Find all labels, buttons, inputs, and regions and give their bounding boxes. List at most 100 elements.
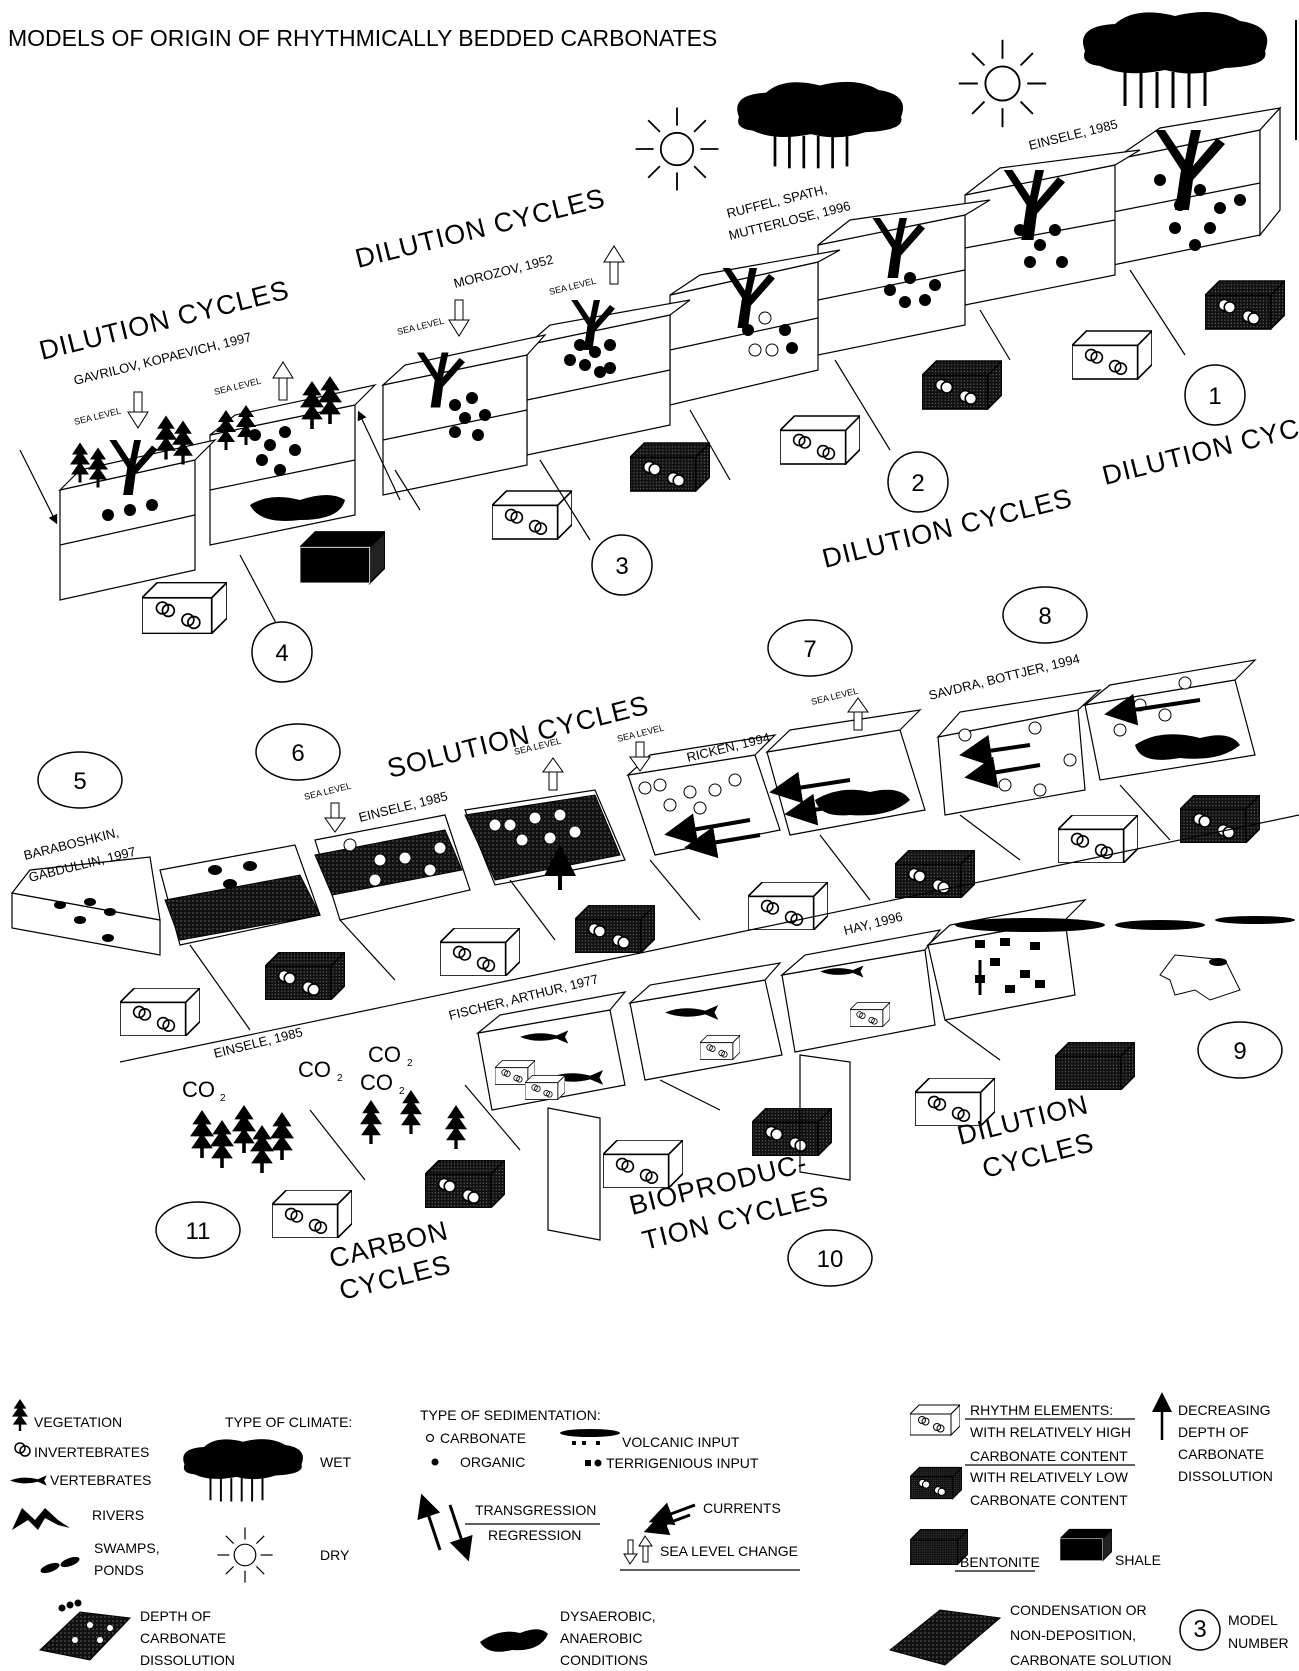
svg-text:6: 6 bbox=[291, 740, 304, 767]
legend-volcanic: VOLCANIC INPUT bbox=[622, 1434, 740, 1450]
rhythm-element-high-carbonate bbox=[120, 988, 200, 1036]
legend-high-carbonate: CARBONATE CONTENT bbox=[970, 1448, 1128, 1464]
svg-text:9: 9 bbox=[1233, 1038, 1246, 1065]
legend-condensation: CARBONATE SOLUTION bbox=[1010, 1652, 1172, 1668]
author-label: SAVDRA, BOTTJER, 1994 bbox=[927, 651, 1081, 703]
author-label: MOROZOV, 1952 bbox=[452, 252, 555, 291]
legend-dysaerobic: DYSAEROBIC, bbox=[560, 1608, 656, 1624]
sea-level-label: SEA LEVEL bbox=[213, 376, 262, 397]
svg-text:CO: CO bbox=[298, 1057, 331, 1082]
model-number: 11 bbox=[156, 1202, 240, 1258]
svg-text:3: 3 bbox=[615, 553, 628, 580]
block-diagram bbox=[160, 845, 320, 945]
model-number-icon: 3 bbox=[1180, 1610, 1220, 1650]
legend-bentonite: BENTONITE bbox=[960, 1554, 1040, 1570]
carbonate-icon bbox=[427, 1435, 434, 1442]
rhythm-element-low-carbonate bbox=[752, 1108, 832, 1156]
sea-level-up-arrow bbox=[543, 758, 563, 790]
legend-regression: REGRESSION bbox=[488, 1527, 581, 1543]
block-diagram bbox=[767, 710, 925, 835]
rain-cloud-icon bbox=[737, 82, 903, 168]
legend-decreasing: DEPTH OF bbox=[1178, 1424, 1249, 1440]
model-number: 2 bbox=[888, 452, 948, 512]
svg-text:5: 5 bbox=[73, 768, 86, 795]
svg-text:3: 3 bbox=[1193, 1616, 1206, 1643]
svg-text:7: 7 bbox=[803, 636, 816, 663]
legend-low-carbonate: CARBONATE CONTENT bbox=[970, 1492, 1128, 1508]
rhythm-element-low-carbonate bbox=[910, 1467, 962, 1498]
legend-shale: SHALE bbox=[1115, 1552, 1161, 1568]
model-number: 8 bbox=[1003, 587, 1087, 643]
shale-element bbox=[1060, 1529, 1112, 1560]
block-diagram bbox=[60, 416, 215, 601]
rivers-icon bbox=[12, 1508, 70, 1530]
rhythm-element-low-carbonate bbox=[630, 443, 710, 491]
cycle-label-solution: SOLUTION CYCLES bbox=[384, 690, 652, 784]
rhythm-element-low-carbonate bbox=[575, 905, 655, 953]
svg-text:2: 2 bbox=[911, 470, 924, 497]
block-diagram bbox=[965, 150, 1140, 305]
legend-condensation: CONDENSATION OR bbox=[1010, 1602, 1147, 1618]
sea-level-label: SEA LEVEL bbox=[73, 406, 122, 427]
condensation-icon bbox=[890, 1610, 1000, 1665]
vegetation-icon bbox=[12, 1399, 28, 1431]
legend-rivers: RIVERS bbox=[92, 1507, 144, 1523]
rhythm-element-high-carbonate bbox=[1058, 815, 1138, 863]
svg-text:CO: CO bbox=[368, 1042, 401, 1067]
svg-text:10: 10 bbox=[817, 1246, 844, 1273]
currents-icon bbox=[655, 1505, 695, 1528]
legend-dysaerobic: CONDITIONS bbox=[560, 1652, 648, 1668]
model-number: 3 bbox=[592, 535, 652, 595]
legend-organic: ORGANIC bbox=[460, 1454, 525, 1470]
sea-level-down-arrow bbox=[325, 803, 345, 832]
lower-row: EINSELE, 1985 FISCHER, ARTHUR, 1977 HAY,… bbox=[182, 900, 1295, 1306]
legend-dysaerobic: ANAEROBIC bbox=[560, 1630, 642, 1646]
invertebrates-icon bbox=[15, 1443, 30, 1456]
block-diagram bbox=[782, 930, 940, 1052]
rhythm-element-high-carbonate bbox=[142, 583, 227, 634]
legend-invertebrates: INVERTEBRATES bbox=[34, 1444, 149, 1460]
dry-climate-icon bbox=[217, 1527, 272, 1582]
rhythm-element-high-carbonate bbox=[272, 1190, 352, 1238]
legend-rhythm-title: RHYTHM ELEMENTS: bbox=[970, 1402, 1113, 1418]
volcanic-input-icon bbox=[560, 1429, 620, 1445]
legend-low-carbonate: WITH RELATIVELY LOW bbox=[970, 1469, 1129, 1485]
legend-depth: DISSOLUTION bbox=[140, 1652, 235, 1668]
vertebrates-icon bbox=[10, 1475, 47, 1485]
model-number: 9 bbox=[1198, 1022, 1282, 1078]
block-diagram bbox=[383, 335, 545, 495]
model-number: 1 bbox=[1185, 365, 1245, 425]
legend-swamps: SWAMPS, bbox=[94, 1540, 160, 1556]
rhythm-element-high-carbonate bbox=[440, 928, 520, 976]
rhythm-element-high-carbonate bbox=[1072, 331, 1152, 379]
cycle-label-dilution: DILUTION CYCLES bbox=[819, 483, 1075, 574]
svg-text:CO: CO bbox=[360, 1070, 393, 1095]
model-number: 6 bbox=[256, 724, 340, 780]
author-label: HAY, 1996 bbox=[842, 909, 904, 938]
legend-dry: DRY bbox=[320, 1547, 350, 1563]
legend-sedimentation-title: TYPE OF SEDIMENTATION: bbox=[420, 1407, 601, 1423]
organic-icon bbox=[432, 1459, 439, 1466]
legend-terrigenious: TERRIGENIOUS INPUT bbox=[606, 1455, 759, 1471]
block-diagram bbox=[928, 900, 1105, 1020]
block-diagram bbox=[1085, 660, 1255, 780]
model-number: 10 bbox=[788, 1230, 872, 1286]
sun-icon bbox=[959, 40, 1046, 127]
svg-text:11: 11 bbox=[186, 1218, 211, 1245]
rhythm-element-high-carbonate bbox=[492, 491, 572, 539]
block-diagram bbox=[938, 690, 1100, 815]
bentonite-element bbox=[1055, 1042, 1135, 1090]
legend-wet: WET bbox=[320, 1454, 352, 1470]
legend-depth: DEPTH OF bbox=[140, 1608, 211, 1624]
legend-condensation: NON-DEPOSITION, bbox=[1010, 1627, 1136, 1643]
sea-level-change-icon bbox=[624, 1536, 652, 1564]
legend-currents: CURRENTS bbox=[703, 1500, 781, 1516]
shale-element bbox=[300, 532, 385, 583]
block-diagram bbox=[465, 790, 625, 890]
block-diagram bbox=[527, 300, 690, 455]
volcano-icon bbox=[1115, 916, 1295, 1000]
model-number: 5 bbox=[38, 752, 122, 808]
